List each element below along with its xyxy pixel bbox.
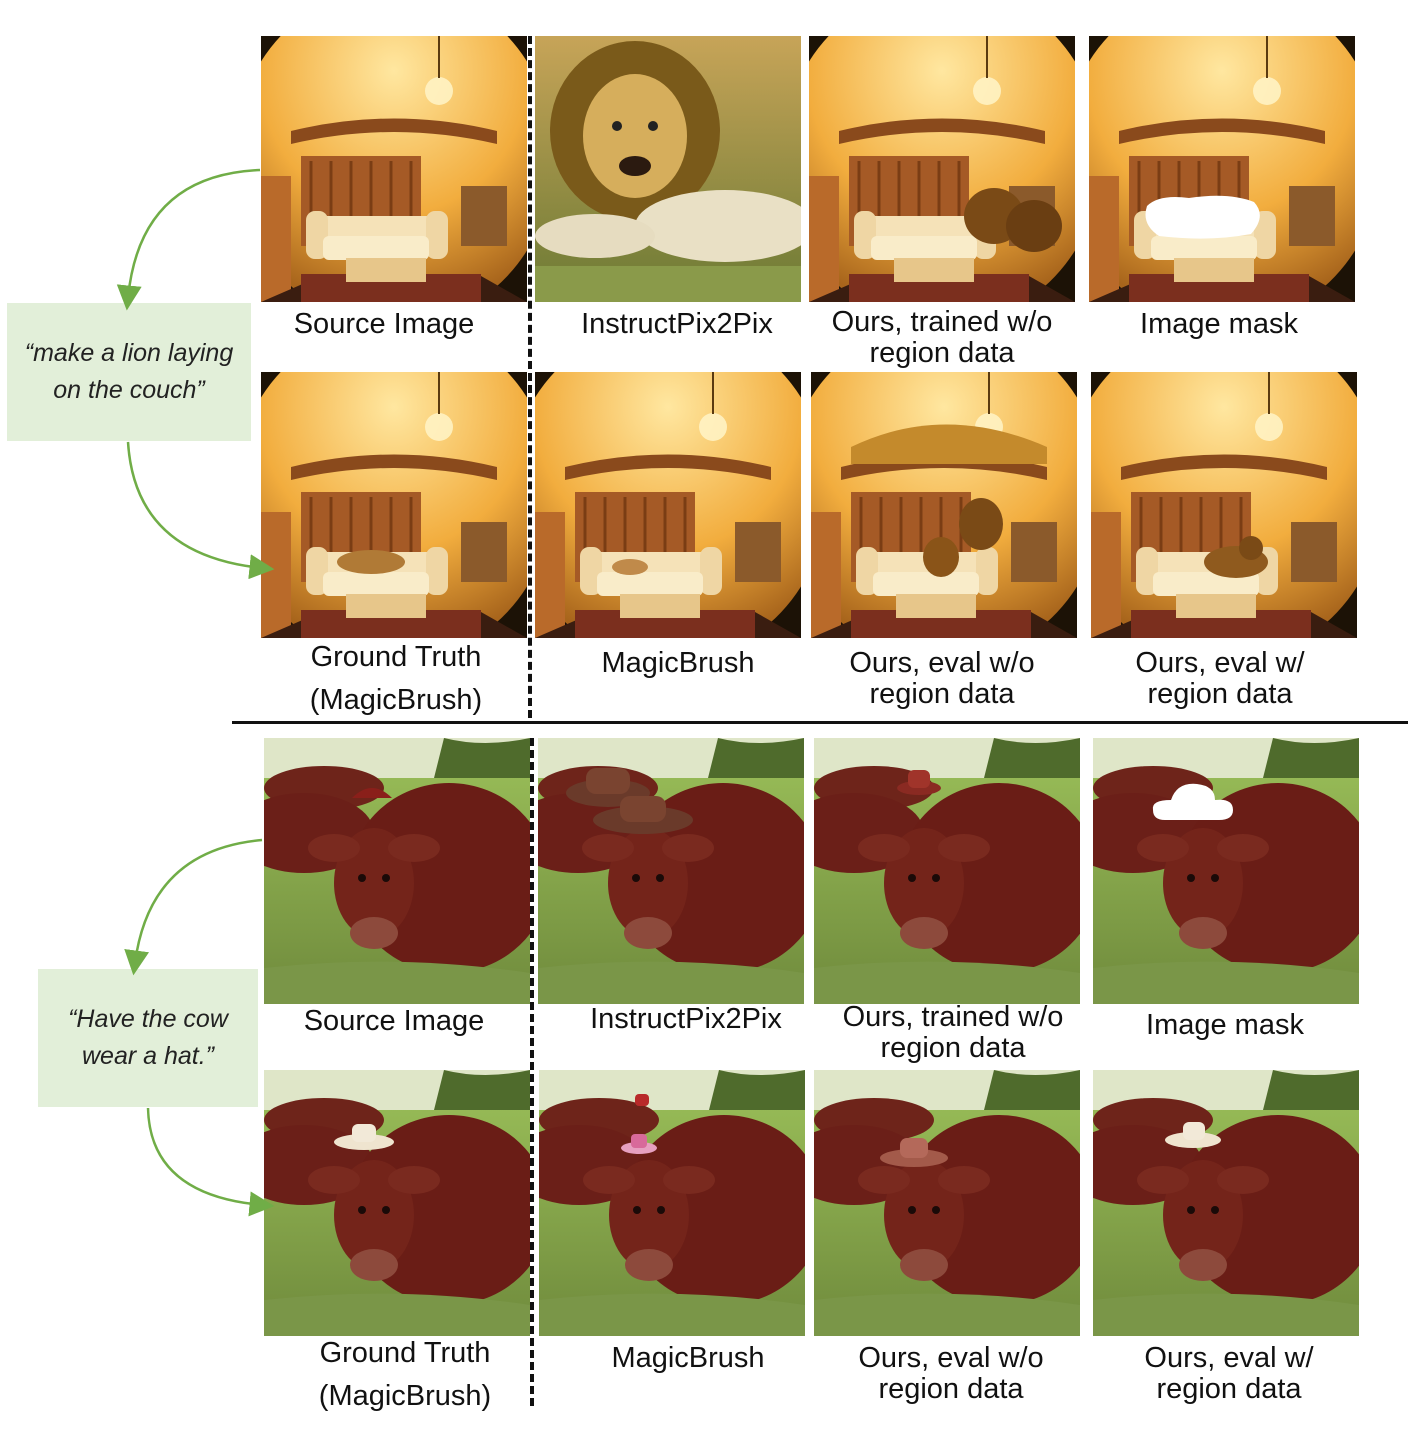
lion-ground-truth-image [261, 372, 527, 638]
cow-image-mask [1093, 738, 1359, 1004]
caption-ours-trained-wo: Ours, trained w/o region data [831, 306, 1053, 369]
caption-source-image-2: Source Image [303, 1005, 485, 1037]
prompt-box-cow: “Have the cow wear a hat.” [38, 969, 258, 1107]
caption-ours-trained-wo-2: Ours, trained w/o region data [842, 1001, 1064, 1064]
caption-source-image: Source Image [293, 308, 475, 340]
arrow-to-prompt-cow [124, 838, 263, 976]
prompt-text: “make a lion laying on the couch” [24, 339, 234, 404]
prompt-box-lion: “make a lion laying on the couch” [7, 303, 251, 441]
vertical-divider-bottom [530, 738, 534, 1406]
lion-image-mask [1089, 36, 1355, 302]
arrow-to-ground-truth-cow [146, 1107, 275, 1217]
vertical-divider-top [528, 36, 532, 718]
caption-ours-eval-w: Ours, eval w/ region data [1135, 647, 1305, 710]
horizontal-divider [232, 721, 1408, 724]
cow-ours-eval-wo-image [814, 1070, 1080, 1336]
prompt-text: “Have the cow wear a hat.” [68, 1005, 228, 1070]
lion-source-image [261, 36, 527, 302]
caption-magicbrush: MagicBrush [601, 647, 755, 679]
caption-image-mask-2: Image mask [1146, 1009, 1304, 1041]
caption-ground-truth: Ground Truth (MagicBrush) [309, 641, 483, 716]
caption-image-mask: Image mask [1140, 308, 1298, 340]
lion-magicbrush-image [535, 372, 801, 638]
lion-ours-eval-wo-image [811, 372, 1077, 638]
lion-ours-trained-wo-image [809, 36, 1075, 302]
caption-ours-eval-wo: Ours, eval w/o region data [849, 647, 1035, 710]
caption-magicbrush-2: MagicBrush [611, 1342, 765, 1374]
caption-ours-eval-w-2: Ours, eval w/ region data [1144, 1342, 1314, 1405]
cow-source-image [264, 738, 530, 1004]
caption-instructpix2pix: InstructPix2Pix [581, 308, 773, 340]
arrow-to-prompt-lion [116, 168, 261, 311]
arrow-to-ground-truth-lion [126, 441, 275, 580]
cow-instructpix2pix-image [538, 738, 804, 1004]
cow-ours-trained-wo-image [814, 738, 1080, 1004]
cow-magicbrush-image [539, 1070, 805, 1336]
caption-ours-eval-wo-2: Ours, eval w/o region data [858, 1342, 1044, 1405]
lion-instructpix2pix-image [535, 36, 801, 302]
cow-ours-eval-w-image [1093, 1070, 1359, 1336]
caption-instructpix2pix-2: InstructPix2Pix [590, 1003, 782, 1035]
lion-ours-eval-w-image [1091, 372, 1357, 638]
caption-ground-truth-2: Ground Truth (MagicBrush) [318, 1337, 492, 1412]
cow-ground-truth-image [264, 1070, 530, 1336]
